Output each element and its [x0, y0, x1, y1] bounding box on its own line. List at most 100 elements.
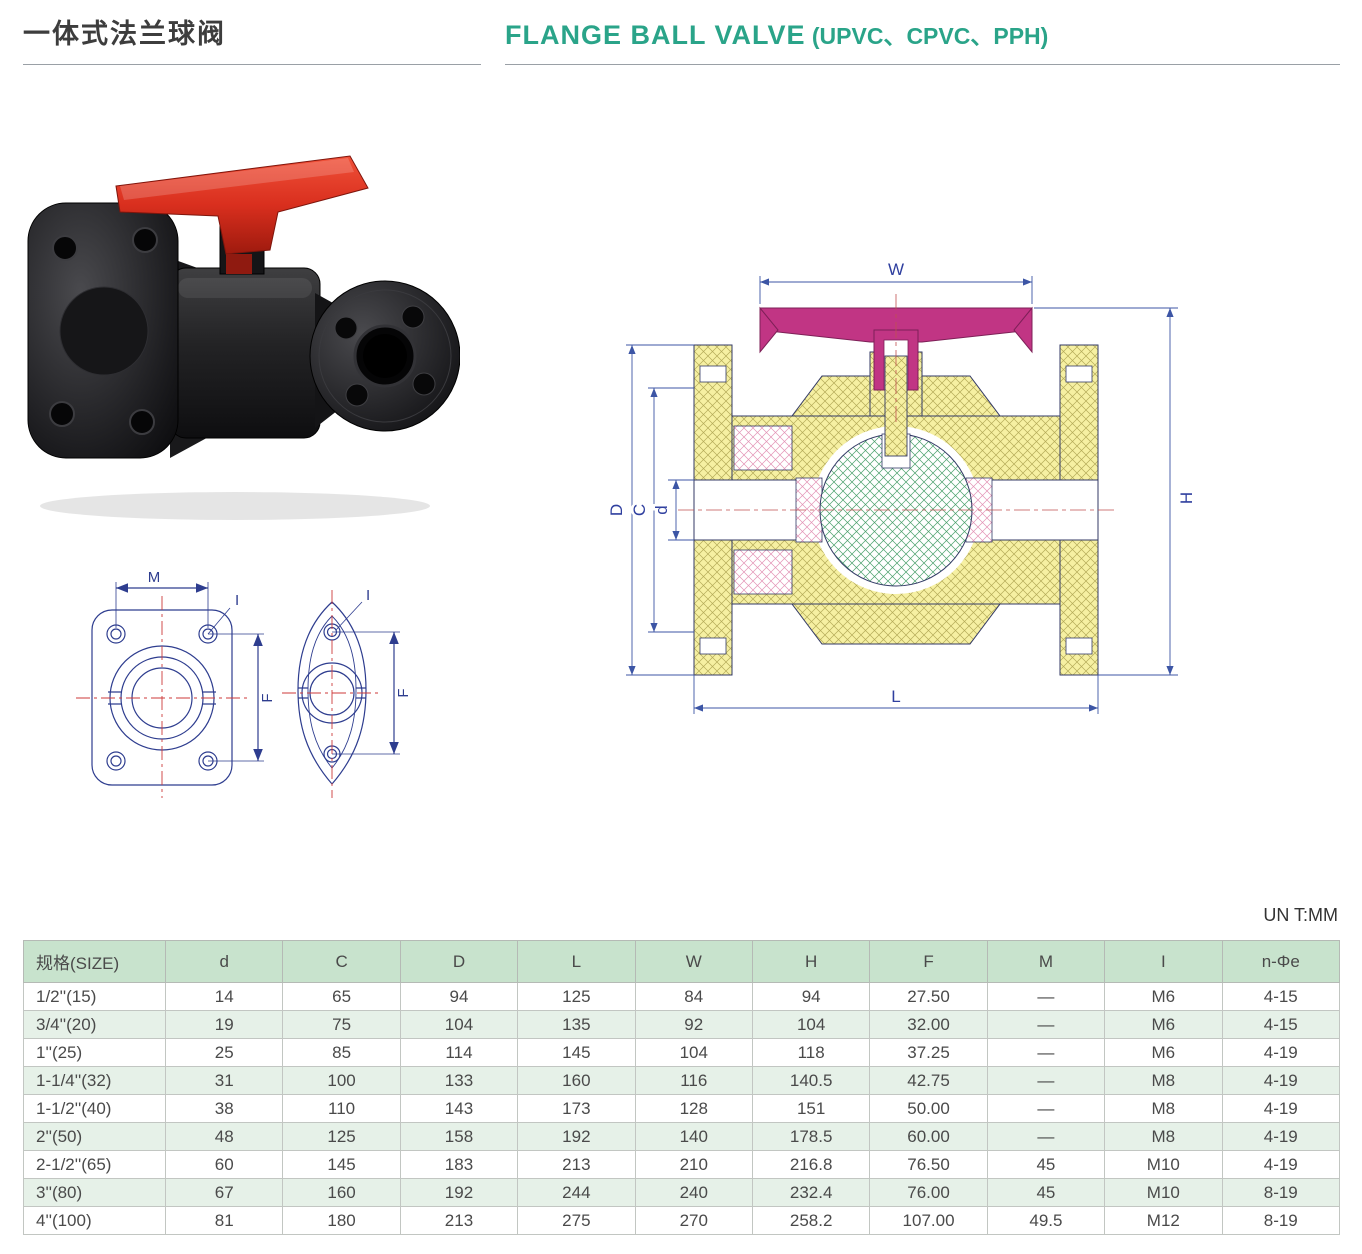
cross-section-svg: W H L D C d [607, 260, 1196, 714]
column-header: L [517, 940, 636, 983]
value-cell: 4-15 [1221, 982, 1341, 1011]
dim-label-D: D [607, 504, 626, 516]
dim-label-C: C [630, 504, 649, 516]
value-cell: M8 [1104, 1122, 1223, 1151]
size-cell: 3/4''(20) [23, 1010, 166, 1039]
value-cell: 25 [164, 1038, 284, 1067]
value-cell: — [986, 1010, 1106, 1039]
value-cell: 107.00 [869, 1206, 988, 1235]
square-flange-view: M I F [76, 569, 276, 798]
value-cell: 75 [282, 1010, 401, 1039]
column-header: C [282, 940, 401, 983]
value-cell: 67 [164, 1178, 284, 1207]
value-cell: 275 [517, 1206, 636, 1235]
size-cell: 1/2''(15) [23, 982, 166, 1011]
size-cell: 2-1/2''(65) [23, 1150, 166, 1179]
value-cell: 100 [282, 1066, 401, 1095]
column-header: n-Φe [1221, 940, 1341, 983]
value-cell: — [986, 982, 1106, 1011]
value-cell: 49.5 [986, 1206, 1106, 1235]
value-cell: M10 [1104, 1178, 1223, 1207]
value-cell: 192 [517, 1122, 636, 1151]
dim-label-m: M [148, 572, 161, 586]
value-cell: — [986, 1066, 1106, 1095]
dim-label-L: L [891, 687, 900, 706]
value-cell: 125 [282, 1122, 401, 1151]
page-title-en-suffix: (UPVC、CPVC、PPH) [805, 23, 1049, 49]
size-cell: 1-1/2''(40) [23, 1094, 166, 1123]
value-cell: 81 [164, 1206, 284, 1235]
value-cell: 37.25 [869, 1038, 988, 1067]
value-cell: 114 [399, 1038, 519, 1067]
size-cell: 2''(50) [23, 1122, 166, 1151]
value-cell: 4-19 [1221, 1038, 1341, 1067]
size-cell: 4''(100) [23, 1206, 166, 1235]
value-cell: 135 [517, 1010, 636, 1039]
value-cell: 94 [399, 982, 519, 1011]
page-title-en: FLANGE BALL VALVE [505, 20, 806, 50]
red-handle [115, 155, 369, 274]
product-photo-svg [27, 155, 461, 520]
column-header: I [1104, 940, 1223, 983]
body-highlight [178, 278, 312, 298]
value-cell: 27.50 [869, 982, 988, 1011]
value-cell: 104 [399, 1010, 519, 1039]
value-cell: 270 [634, 1206, 753, 1235]
dim-label-d: d [652, 505, 671, 514]
value-cell: 151 [751, 1094, 871, 1123]
value-cell: 158 [399, 1122, 519, 1151]
value-cell: 84 [634, 982, 753, 1011]
value-cell: 192 [399, 1178, 519, 1207]
value-cell: 92 [634, 1010, 753, 1039]
value-cell: 14 [164, 982, 284, 1011]
value-cell: 140.5 [751, 1066, 871, 1095]
value-cell: 4-19 [1221, 1150, 1341, 1179]
column-header: W [634, 940, 753, 983]
value-cell: M6 [1104, 1010, 1223, 1039]
value-cell: M12 [1104, 1206, 1223, 1235]
value-cell: 216.8 [751, 1150, 871, 1179]
dim-label-H: H [1177, 492, 1196, 504]
value-cell: 125 [517, 982, 636, 1011]
flange-faces-svg: M I F I F [76, 569, 412, 798]
unit-note: UN T:MM [1263, 905, 1338, 925]
value-cell: 45 [986, 1150, 1106, 1179]
value-cell: 60 [164, 1150, 284, 1179]
centerlines [678, 294, 1114, 511]
column-header: D [399, 940, 519, 983]
value-cell: — [986, 1038, 1106, 1067]
value-cell: 60.00 [869, 1122, 988, 1151]
value-cell: 8-19 [1221, 1206, 1341, 1235]
value-cell: 50.00 [869, 1094, 988, 1123]
value-cell: 4-19 [1221, 1094, 1341, 1123]
product-photo [20, 128, 461, 533]
value-cell: 213 [399, 1206, 519, 1235]
dim-label-i2: I [366, 587, 370, 604]
value-cell: 104 [751, 1010, 871, 1039]
value-cell: M6 [1104, 1038, 1223, 1067]
value-cell: 244 [517, 1178, 636, 1207]
column-header: d [164, 940, 284, 983]
value-cell: 116 [634, 1066, 753, 1095]
right-flange [309, 280, 461, 432]
value-cell: 140 [634, 1122, 753, 1151]
value-cell: 128 [634, 1094, 753, 1123]
column-header: M [986, 940, 1106, 983]
value-cell: M10 [1104, 1150, 1223, 1179]
value-cell: 19 [164, 1010, 284, 1039]
value-cell: 110 [282, 1094, 401, 1123]
column-header: F [869, 940, 988, 983]
header-left-rule: 一体式法兰球阀 [23, 12, 481, 65]
value-cell: M8 [1104, 1066, 1223, 1095]
column-header: H [751, 940, 871, 983]
value-cell: 173 [517, 1094, 636, 1123]
dim-label-i: I [235, 592, 239, 609]
